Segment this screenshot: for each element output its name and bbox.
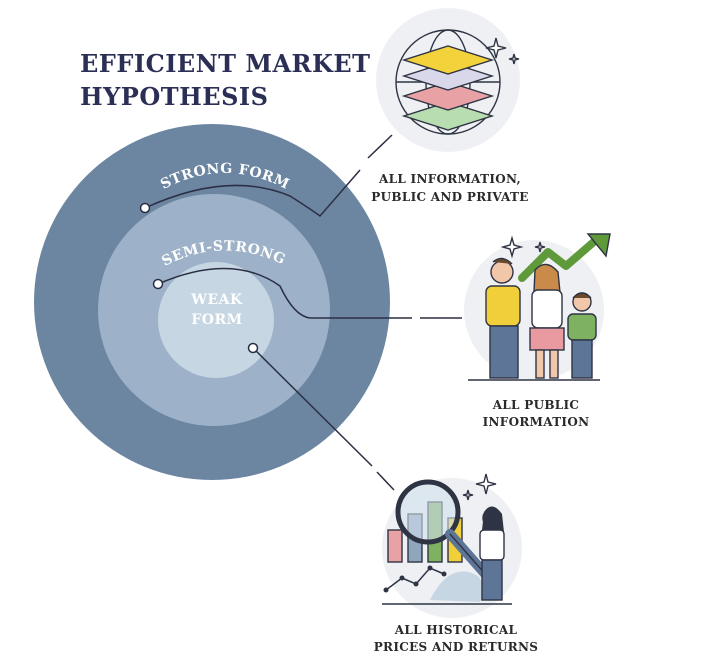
strong-caption-line1: ALL INFORMATION, [378,172,521,186]
weak-caption-line2: PRICES AND RETURNS [374,640,539,654]
semi-strong-caption-line2: INFORMATION [483,415,590,429]
weak-form-label-line2: FORM [191,312,242,328]
public-people-illustration [464,234,610,380]
weak-caption-line1: ALL HISTORICAL [394,623,518,637]
historical-data-illustration [382,474,522,618]
semi-strong-caption-line1: ALL PUBLIC [492,398,580,412]
diagram-title-line2: HYPOTHESIS [80,82,268,111]
semi-strong-dot [154,280,163,289]
strong-caption-line2: PUBLIC AND PRIVATE [371,190,528,204]
globe-layers-illustration [376,8,520,152]
weak-dot [249,344,258,353]
strong-dot [141,204,150,213]
diagram-title-line1: EFFICIENT MARKET [80,49,371,78]
weak-form-label-line1: WEAK [190,292,243,308]
